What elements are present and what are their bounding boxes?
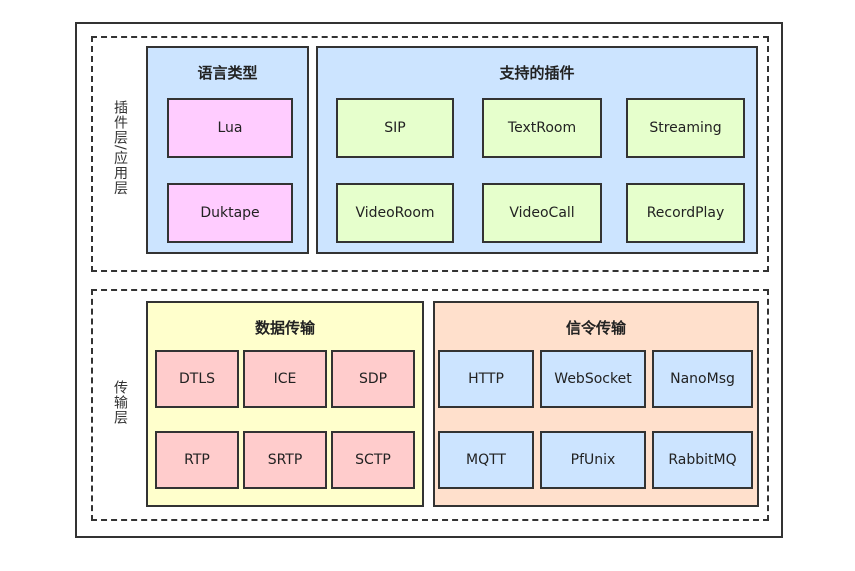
- signal-item-nanomsg: NanoMsg: [652, 350, 753, 408]
- plugin-item-videocall: VideoCall: [482, 183, 602, 243]
- plugin-item-videoroom: VideoRoom: [336, 183, 454, 243]
- data-transport-panel-title: 数据传输: [254, 319, 315, 337]
- language-item-lua: Lua: [167, 98, 293, 158]
- signal-item-http: HTTP: [438, 350, 534, 408]
- signal-item-mqtt: MQTT: [438, 431, 534, 489]
- signal-item-websocket: WebSocket: [540, 350, 646, 408]
- data-item-sdp: SDP: [331, 350, 415, 408]
- plugin-item-sip: SIP: [336, 98, 454, 158]
- signaling-panel-title: 信令传输: [565, 319, 626, 337]
- data-item-dtls: DTLS: [155, 350, 239, 408]
- plugin-item-recordplay: RecordPlay: [626, 183, 745, 243]
- language-panel-title: 语言类型: [197, 64, 258, 82]
- transport-layer: [91, 289, 769, 521]
- data-item-srtp: SRTP: [243, 431, 327, 489]
- app-layer: [91, 36, 769, 272]
- data-item-sctp: SCTP: [331, 431, 415, 489]
- plugin-item-streaming: Streaming: [626, 98, 745, 158]
- signal-item-rabbitmq: RabbitMQ: [652, 431, 753, 489]
- plugins-panel-title: 支持的插件: [499, 64, 575, 82]
- language-item-duktape: Duktape: [167, 183, 293, 243]
- app-layer-label: 插件层/应用层: [112, 100, 128, 196]
- data-item-ice: ICE: [243, 350, 327, 408]
- signal-item-pfunix: PfUnix: [540, 431, 646, 489]
- data-item-rtp: RTP: [155, 431, 239, 489]
- transport-layer-label: 传输层: [112, 380, 128, 425]
- plugin-item-textroom: TextRoom: [482, 98, 602, 158]
